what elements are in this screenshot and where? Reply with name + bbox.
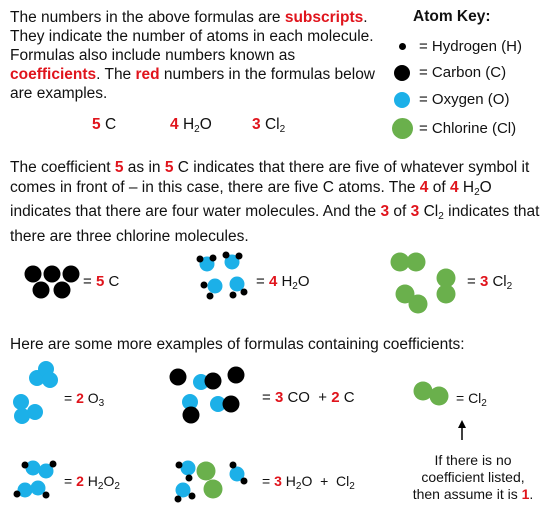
intro-text: The numbers in the above formulas are su…	[10, 8, 380, 103]
up-arrow-icon	[458, 420, 466, 440]
coefficient: 3	[252, 116, 261, 133]
equation-3cl2: = 3 Cl2	[467, 273, 513, 292]
example-4h2o: 4 H2O	[170, 116, 212, 135]
five-carbon-atoms	[24, 265, 80, 299]
chlorine-icon	[391, 118, 413, 139]
equation-cl2: = Cl2	[456, 390, 487, 409]
subscript: 2	[194, 124, 200, 135]
key-oxygen: = Oxygen (O)	[385, 91, 509, 108]
key-label: = Chlorine (Cl)	[419, 120, 517, 137]
intro-part: The numbers in the above formulas are	[10, 9, 285, 26]
intro-part: . They indicate the number of atoms in e…	[10, 9, 374, 64]
coefficients-term: coefficients	[10, 66, 97, 83]
two-ozone-molecules	[13, 361, 58, 424]
equation-2h2o2: = 2 H2O2	[64, 473, 120, 492]
key-carbon: = Carbon (C)	[385, 64, 506, 81]
subscripts-term: subscripts	[284, 9, 364, 26]
two-hydrogen-peroxide-molecules	[13, 460, 57, 499]
key-label: = Carbon (C)	[419, 64, 507, 81]
equation-3h2o-cl2: = 3 H2O + Cl2	[262, 473, 355, 492]
equation-2o3: = 2 O3	[64, 390, 105, 409]
intro-part: . The	[96, 66, 136, 83]
carbon-monoxide-and-carbon	[169, 366, 245, 424]
symbol: O	[199, 116, 212, 133]
symbol: C	[104, 116, 117, 133]
three-chlorine-molecules	[390, 252, 456, 314]
hydrogen-icon	[398, 43, 406, 50]
key-chlorine: = Chlorine (Cl)	[385, 118, 516, 139]
explanation-paragraph: The coefficient 5 as in 5 C indicates th…	[10, 159, 540, 245]
key-label: = Hydrogen (H)	[419, 38, 522, 55]
four-water-molecules	[196, 251, 248, 300]
carbon-icon	[394, 64, 410, 81]
chlorine-molecule	[413, 381, 449, 406]
key-label: = Oxygen (O)	[419, 91, 510, 108]
atom-key-title: Atom Key:	[413, 8, 491, 25]
water-and-chlorine-molecules	[174, 460, 248, 503]
example-5c: 5 C	[92, 116, 116, 134]
more-examples-heading: Here are some more examples of formulas …	[10, 336, 465, 353]
coefficient: 5	[92, 116, 101, 133]
red-term: red	[135, 66, 160, 83]
oxygen-icon	[394, 91, 410, 108]
equation-4h2o: = 4 H2O	[256, 273, 310, 292]
symbol: Cl	[264, 116, 280, 133]
equation-3co-2c: = 3 CO + 2 C	[262, 389, 355, 406]
intro-part: numbers in the formulas below are exampl…	[10, 66, 376, 102]
subscript: 2	[279, 124, 286, 135]
example-3cl2: 3 Cl2	[252, 116, 285, 135]
coefficient: 4	[170, 116, 179, 133]
key-hydrogen: = Hydrogen (H)	[385, 38, 522, 55]
no-coefficient-note: If there is no coefficient listed, then …	[412, 452, 534, 502]
equation-5c: = 5 C	[83, 273, 120, 290]
symbol: H	[182, 116, 195, 133]
